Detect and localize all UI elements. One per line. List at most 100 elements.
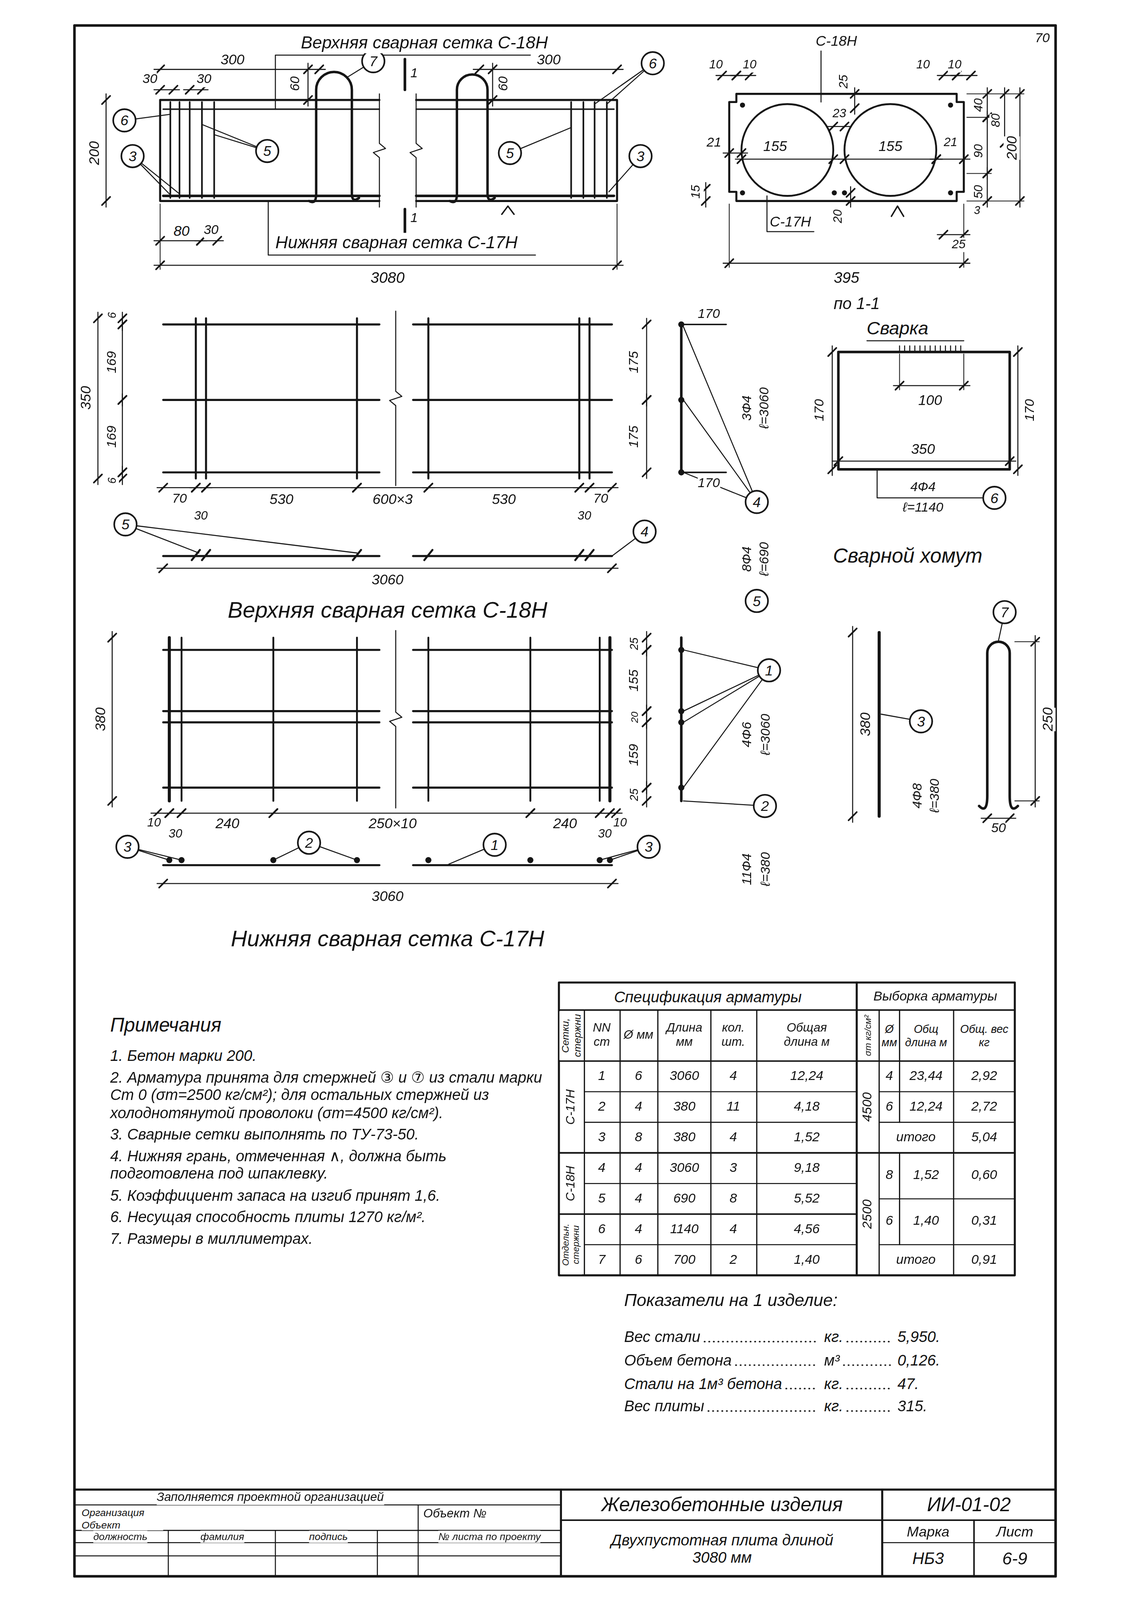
callout-circle [633, 520, 657, 543]
void-circle [844, 103, 937, 196]
rod [163, 648, 380, 651]
table-rule [755, 1009, 758, 1275]
drawing-label: Верхняя сварная сетка С-18Н [300, 32, 548, 53]
dimension-line [852, 626, 854, 823]
callout-number: 5 [121, 515, 130, 533]
drawing-label: 175 [626, 351, 642, 374]
transverse-rod [427, 637, 430, 801]
transverse-rod [578, 318, 581, 479]
dimension-tick [102, 95, 111, 104]
table-rule [898, 1009, 901, 1123]
dimension-tick [829, 154, 838, 163]
transverse-rod [180, 637, 183, 801]
drawing-label: 3060 [669, 1159, 699, 1176]
drawing-label: 3 [973, 203, 981, 217]
drawing-label: 200 [1003, 135, 1021, 160]
dimension-tick [177, 808, 186, 817]
drawing-label: 10 [742, 58, 757, 73]
callout-number: 3 [644, 838, 653, 855]
dimension-tick [93, 314, 102, 323]
drawing-label: 315. [897, 1396, 928, 1415]
drawing-label: 100 [918, 391, 942, 408]
drawing-label: 1. Бетон марки 200. [110, 1046, 549, 1065]
dimension-tick [304, 65, 313, 74]
section-mark [403, 209, 407, 233]
dimension-tick [642, 645, 651, 654]
dimension-tick [848, 628, 857, 637]
drawing-label: Нижняя сварная сетка С-17Н [230, 925, 545, 952]
mesh-rod [415, 194, 614, 198]
weld-hatch [955, 345, 957, 353]
drawing-label: Ø мм [621, 1028, 655, 1043]
drawing-label: 4Ф4 [910, 479, 936, 495]
dimension-tick [158, 564, 167, 573]
drawing-label: 530 [269, 490, 294, 507]
dimension-tick [352, 483, 361, 492]
drawing-label: Заполняется проектной организацией [156, 1490, 384, 1505]
table-rule [855, 981, 859, 1275]
mesh-rod [163, 108, 380, 110]
dimension-tick [158, 878, 167, 887]
drawing-label: 3060 [371, 887, 404, 904]
dimension-line [194, 240, 224, 242]
dimension-line [122, 466, 123, 485]
dimension-tick [595, 808, 604, 817]
dimension-tick [1015, 196, 1024, 205]
callout-number: 3 [123, 838, 132, 855]
drawing-label: 7 [597, 1251, 606, 1267]
drawing-label: 8 [729, 1190, 738, 1206]
dimension-line [473, 68, 624, 70]
drawing-label: 25 [837, 74, 852, 89]
drawing-label: кг. [823, 1396, 844, 1415]
drawing-label: 3 [729, 1159, 738, 1176]
dimension-tick [201, 483, 210, 492]
drawing-label: 11Ф4 [740, 853, 756, 885]
callout-circle [629, 144, 653, 168]
rod [163, 863, 380, 867]
dimension-line [157, 882, 618, 884]
rod [412, 709, 612, 713]
dimension-line [730, 75, 756, 76]
dotted-leader [736, 1363, 818, 1366]
callout-number: 6 [120, 112, 129, 129]
dimension-line [199, 486, 364, 488]
dimension-line [1034, 635, 1036, 807]
callout-circle [745, 589, 768, 613]
drawing-label: 395 [833, 268, 860, 287]
table-rule [558, 1060, 1015, 1062]
stamp-rule [561, 1519, 883, 1521]
stamp-rule [274, 1529, 276, 1576]
drawing-label: 170 [1022, 399, 1038, 422]
dimension-line [111, 631, 113, 807]
drawing-label: кг. [823, 1327, 844, 1346]
drawing-label: 30 [577, 509, 592, 524]
dimension-tick [1013, 465, 1022, 474]
drawing-label: 8Ф4 [740, 546, 756, 572]
drawing-label: подпись [308, 1530, 348, 1542]
drawing-label: 600×3 [372, 490, 413, 507]
drawing-label: 25 [628, 788, 642, 801]
drawing-label: кол. шт. [712, 1021, 755, 1049]
lifting-loop [979, 641, 1018, 809]
leader-line [683, 674, 759, 711]
dimension-line [950, 75, 978, 76]
drawing-label: ℓ=380 [758, 851, 774, 887]
leader-line [609, 164, 634, 192]
callout-circle [483, 833, 507, 856]
break-line [389, 630, 403, 808]
dimension-tick [737, 154, 746, 163]
dimension-tick [304, 95, 313, 104]
drawing-label: Объем бетона [624, 1350, 732, 1369]
drawing-label: 4 [634, 1159, 643, 1176]
drawing-label: 1 [410, 210, 418, 226]
drawing-label: Спецификация арматуры [613, 987, 802, 1006]
weld-hatch [949, 345, 951, 353]
callout-number: 5 [506, 144, 515, 162]
drawing-label: С-18Н [564, 1165, 579, 1201]
drawing-label: 380 [856, 712, 874, 737]
drawing-label: 50 [972, 185, 987, 199]
leader-line [683, 679, 763, 788]
drawing-label: 200 [85, 141, 103, 166]
drawing-label: Вес плиты [624, 1396, 705, 1415]
callout-number: 7 [1000, 603, 1009, 621]
